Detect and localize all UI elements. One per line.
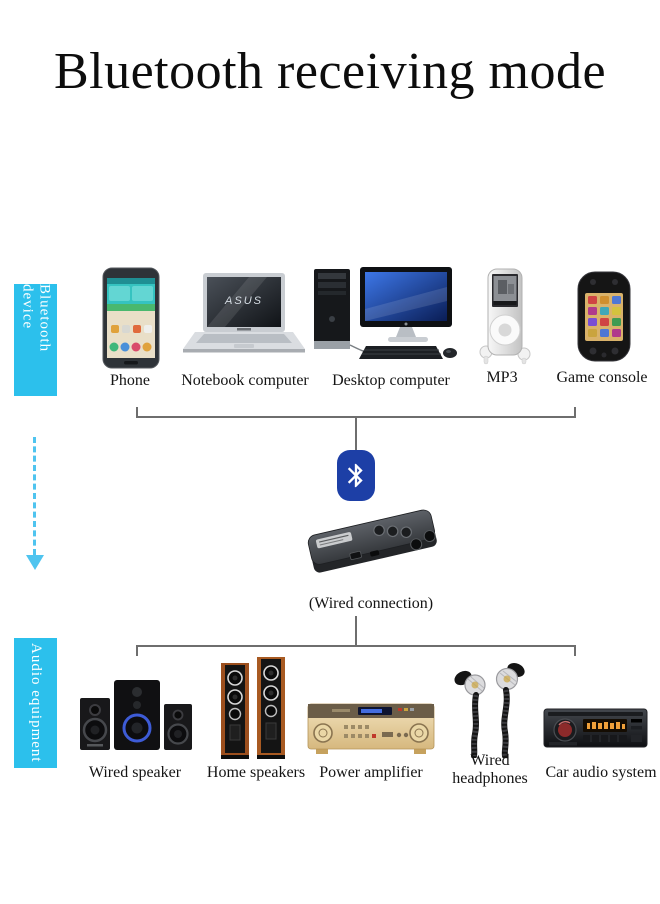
bottom-bracket-left-tick (136, 645, 138, 656)
device-label-notebook: Notebook computer (181, 372, 309, 389)
top-bracket-stem (355, 416, 357, 450)
top-bracket-right-tick (574, 407, 576, 418)
device-label-console: Game console (556, 369, 648, 386)
bottom-bracket-stem (355, 616, 357, 647)
device-label-phone: Phone (110, 372, 150, 389)
wired-speaker-icon (78, 658, 196, 756)
desktop-computer-icon (310, 267, 458, 363)
home-speakers-icon (219, 655, 287, 763)
device-label-desktop: Desktop computer (332, 372, 450, 389)
wired-connection-caption: (Wired connection) (308, 595, 434, 612)
bluetooth-icon (337, 450, 375, 501)
bluetooth-receiver-icon (298, 498, 448, 590)
notebook-brand-text: ASUS (224, 295, 263, 307)
device-label-mp3: MP3 (486, 369, 518, 386)
side-label-audio-equipment: Audio equipment (14, 638, 57, 768)
mp3-player-icon (476, 268, 534, 365)
bottom-bracket-right-tick (574, 645, 576, 656)
dashed-down-arrow-icon (33, 437, 36, 555)
equipment-label-home-speakers: Home speakers (206, 764, 306, 781)
phone-icon (97, 267, 165, 369)
top-bracket-left-tick (136, 407, 138, 418)
wired-headphones-icon (446, 658, 534, 759)
page-title: Bluetooth receiving mode (53, 43, 607, 100)
notebook-computer-icon: ASUS (183, 273, 305, 355)
equipment-label-wired-headphones: Wired headphones (452, 752, 528, 787)
side-label-audio-equipment-text: Audio equipment (28, 643, 44, 763)
power-amplifier-icon (306, 698, 436, 756)
game-console-icon (568, 270, 640, 363)
equipment-label-wired-speaker: Wired speaker (88, 764, 182, 781)
side-label-bluetooth-device: Bluetooth device (14, 284, 57, 396)
side-label-bluetooth-device-text: Bluetooth device (19, 284, 53, 353)
bottom-bracket-line (136, 645, 576, 647)
dashed-down-arrow-head (26, 555, 44, 570)
equipment-label-power-amplifier: Power amplifier (319, 764, 423, 781)
car-audio-system-icon (543, 706, 648, 752)
equipment-label-car-audio-system: Car audio system (545, 764, 657, 781)
